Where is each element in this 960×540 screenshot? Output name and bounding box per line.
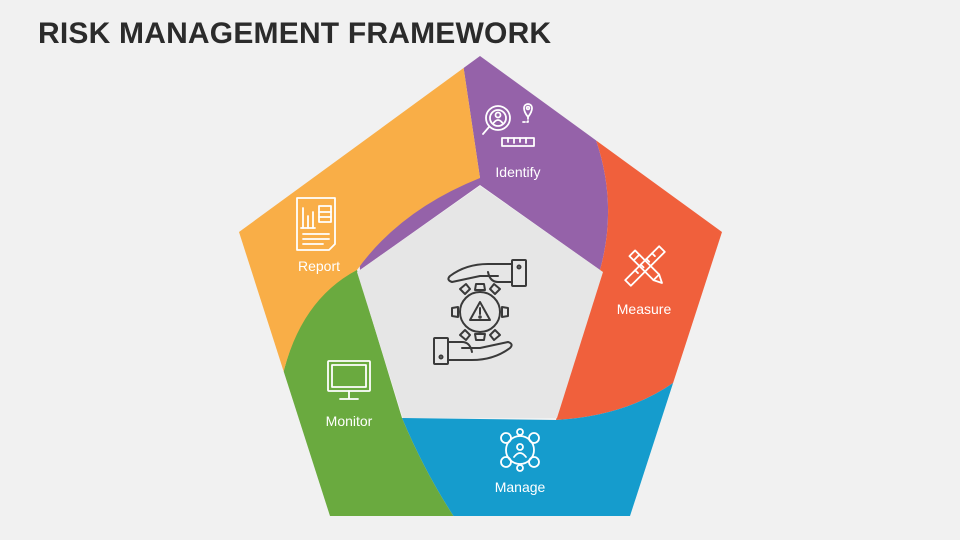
hands-gear-warning-icon xyxy=(433,259,527,365)
segment-label-identify: Identify xyxy=(495,164,540,180)
segment-label-report: Report xyxy=(298,258,340,274)
segment-label-measure: Measure xyxy=(617,301,672,317)
gears-person-icon xyxy=(500,428,540,472)
page-title: RISK MANAGEMENT FRAMEWORK xyxy=(38,17,552,50)
report-document-icon xyxy=(296,197,336,251)
search-person-location-icon xyxy=(482,103,535,147)
segment-label-monitor: Monitor xyxy=(326,413,373,429)
ruler-pencil-icon xyxy=(624,245,666,287)
monitor-icon xyxy=(327,360,371,400)
segment-label-manage: Manage xyxy=(495,479,546,495)
